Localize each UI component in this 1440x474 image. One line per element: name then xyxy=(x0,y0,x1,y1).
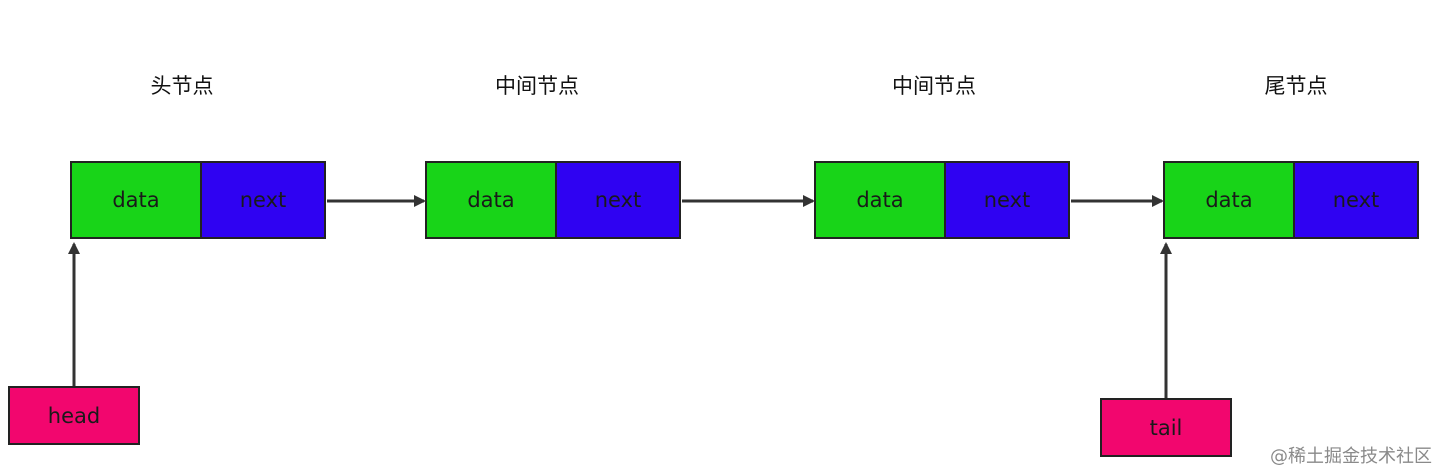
node-label-head: 头节点 xyxy=(150,74,214,98)
node-label-tail: 尾节点 xyxy=(1264,74,1328,98)
watermark-text: @稀土掘金技术社区 xyxy=(1270,446,1432,467)
node-next-cell: next xyxy=(202,163,324,237)
node-next-cell: next xyxy=(946,163,1068,237)
node-next-cell: next xyxy=(1295,163,1417,237)
list-node-1: data next xyxy=(425,161,681,239)
list-node-0: data next xyxy=(70,161,326,239)
head-pointer-box: head xyxy=(8,386,140,445)
list-node-3: data next xyxy=(1163,161,1419,239)
node-data-cell: data xyxy=(72,163,202,237)
node-label-middle-1: 中间节点 xyxy=(495,74,579,98)
node-label-middle-2: 中间节点 xyxy=(892,74,976,98)
node-data-cell: data xyxy=(427,163,557,237)
node-data-cell: data xyxy=(816,163,946,237)
tail-pointer-box: tail xyxy=(1100,398,1232,457)
node-data-cell: data xyxy=(1165,163,1295,237)
list-node-2: data next xyxy=(814,161,1070,239)
node-next-cell: next xyxy=(557,163,679,237)
